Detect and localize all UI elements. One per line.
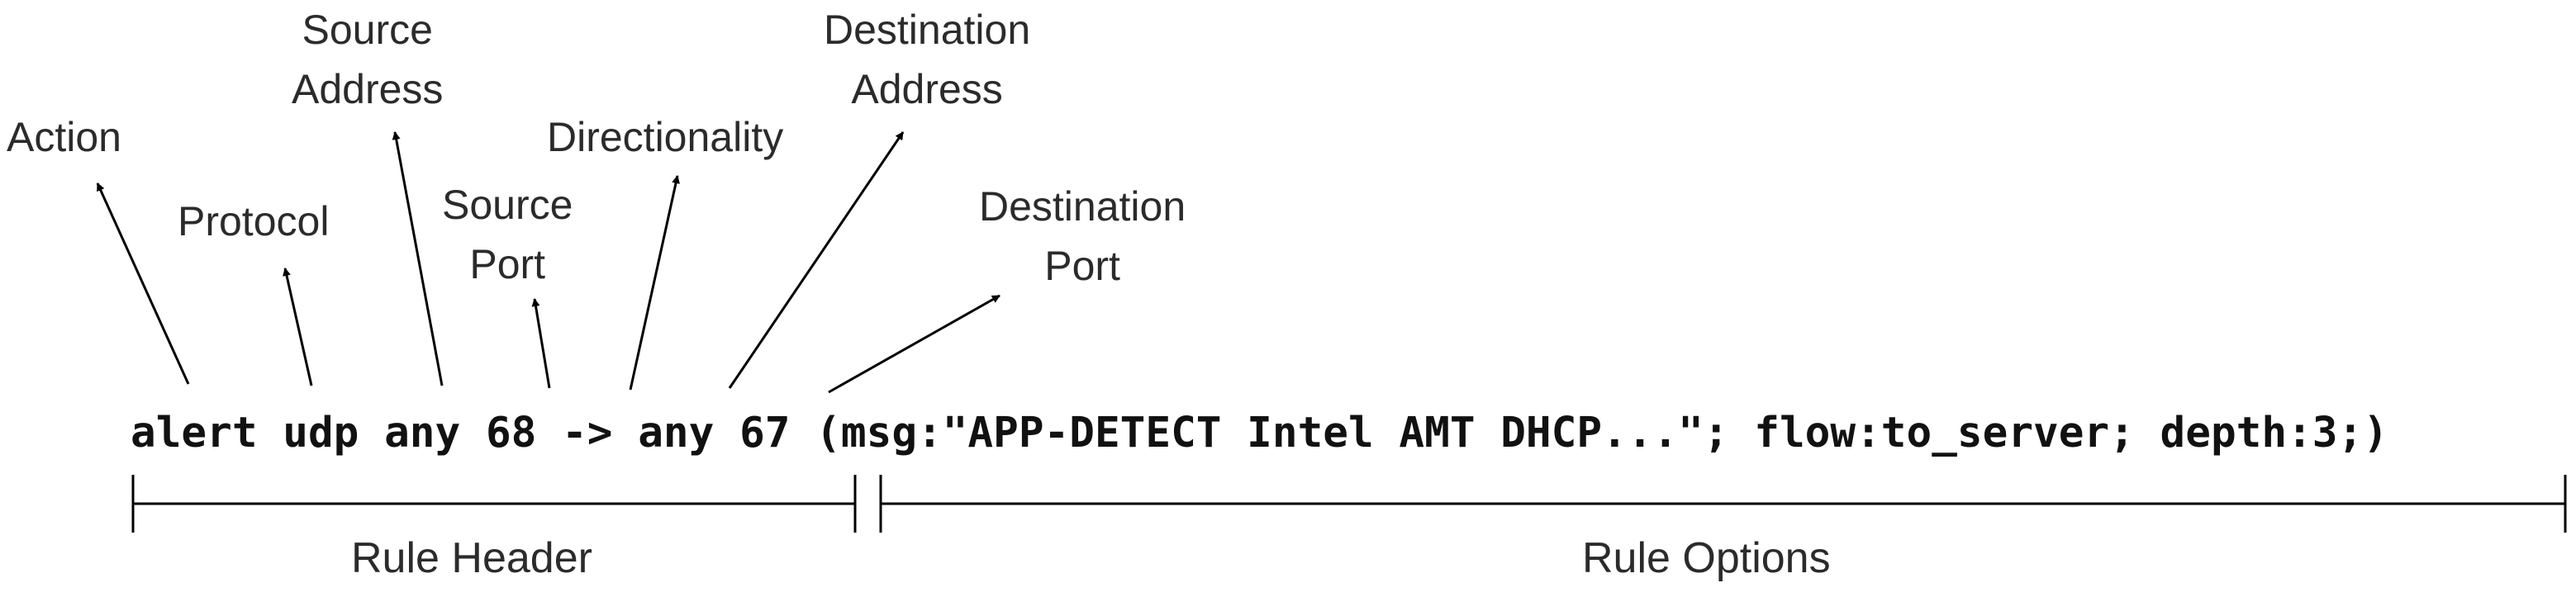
section-label-rule-header: Rule Header xyxy=(351,534,592,582)
label-source-port: Source Port xyxy=(442,182,573,287)
rule-options-text: (msg:"APP-DETECT Intel AMT DHCP..."; flo… xyxy=(815,409,2388,457)
arrow-source-port xyxy=(531,298,551,389)
arrow-protocol xyxy=(283,268,313,386)
arrow-destination-address xyxy=(728,131,905,389)
rule-direction: -> xyxy=(562,409,613,457)
label-destination-port: Destination Port xyxy=(979,183,1186,289)
arrow-action xyxy=(96,182,190,385)
arrow-directionality xyxy=(629,175,680,391)
rule-action: alert xyxy=(131,409,258,457)
snort-rule: alert udp any 68 -> any 67 (msg:"APP-DET… xyxy=(131,405,2388,462)
rule-source-address: any xyxy=(384,409,461,457)
arrow-destination-port xyxy=(828,294,1000,394)
arrow-source-address xyxy=(392,131,444,386)
section-label-rule-options: Rule Options xyxy=(1582,534,1831,582)
rule-source-port: 68 xyxy=(485,409,537,457)
label-directionality: Directionality xyxy=(547,114,784,160)
rule-destination-address: any xyxy=(638,409,715,457)
rule-destination-port: 67 xyxy=(739,409,791,457)
label-source-address: Source Address xyxy=(292,7,444,112)
label-action: Action xyxy=(7,114,121,160)
rule-protocol: udp xyxy=(283,409,359,457)
label-protocol: Protocol xyxy=(178,198,330,244)
label-destination-address: Destination Address xyxy=(824,7,1031,112)
